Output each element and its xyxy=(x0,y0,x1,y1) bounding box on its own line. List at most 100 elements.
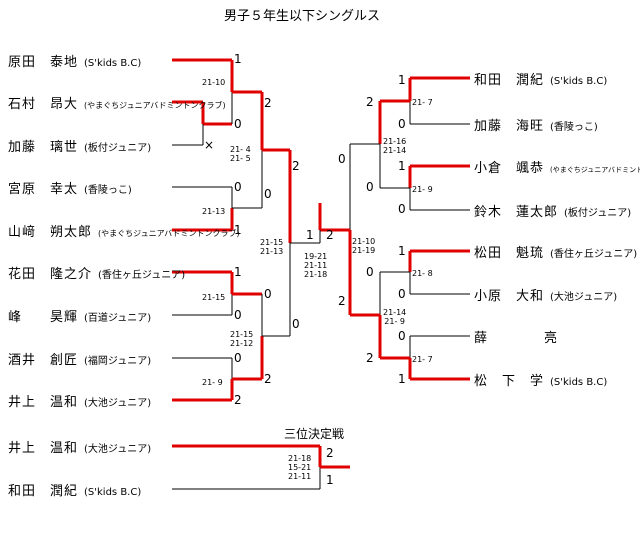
player-name: 井上 温和 xyxy=(8,395,79,410)
left-player-row: 井上 温和 (大池ジュニア) xyxy=(8,393,151,409)
player-club: (香陵っこ) xyxy=(84,185,132,196)
match-result: 2 xyxy=(366,351,374,365)
player-club: (香住ヶ丘ジュニア) xyxy=(98,270,186,281)
game-score: 21-10 xyxy=(202,78,226,87)
player-club: (やまぐちジュニアバドミントンクラブ) xyxy=(84,101,226,110)
game-score: 21-13 xyxy=(202,207,226,216)
match-result: 0 xyxy=(366,180,374,194)
left-player-row: 宮原 幸太 (香陵っこ) xyxy=(8,180,132,196)
game-score: 21- 9 xyxy=(412,185,433,194)
player-name: 松田 魁琉 xyxy=(474,246,545,261)
third-place-label: 三位決定戦 xyxy=(284,427,345,441)
match-result: 1 xyxy=(234,52,242,66)
right-player-row: 小倉 颯恭 (やまぐちジュニアバドミントンクラブ) xyxy=(474,159,640,175)
player-club: (香住ヶ丘ジュニア) xyxy=(550,249,638,260)
player-club: (大池ジュニア) xyxy=(84,444,152,455)
match-result: 0 xyxy=(234,117,242,131)
player-name: 原田 泰地 xyxy=(8,55,79,70)
player-name: 花田 隆之介 xyxy=(8,267,93,282)
match-result: 0 xyxy=(234,180,242,194)
match-result: 0 xyxy=(234,308,242,322)
match-result: 1 xyxy=(326,473,334,487)
match-result: 0 xyxy=(292,317,300,331)
match-result: 0 xyxy=(338,152,346,166)
left-player-row: 峰 昊輝(百道ジュニア) xyxy=(8,308,151,324)
match-result: 1 xyxy=(234,223,242,237)
player-name: 加藤 璃世 xyxy=(8,140,79,155)
player-name: 和田 潤紀 xyxy=(8,484,79,499)
player-name: 薛 亮 xyxy=(474,331,559,346)
right-player-row: 松 下 学(S'kids B.C) xyxy=(474,372,607,388)
walkover-mark: × xyxy=(204,138,215,152)
player-club: (やまぐちジュニアバドミントンクラブ) xyxy=(550,166,640,174)
page-title: 男子５年生以下シングルス xyxy=(224,9,381,24)
game-score: 21- 8 xyxy=(412,269,433,278)
right-player-row: 加藤 海旺 (香陵っこ) xyxy=(474,117,598,133)
match-result: 2 xyxy=(264,372,272,386)
match-result: 0 xyxy=(264,287,272,301)
match-result: 0 xyxy=(234,351,242,365)
player-name: 小倉 颯恭 xyxy=(474,161,545,176)
match-result: 2 xyxy=(234,393,242,407)
player-club: (百道ジュニア) xyxy=(84,313,152,324)
player-club: (S'kids B.C) xyxy=(550,377,608,388)
game-score: 21-15 21-12 xyxy=(230,330,254,348)
player-club: (板付ジュニア) xyxy=(564,208,632,219)
player-name: 酒井 創匠 xyxy=(8,353,79,368)
final-score: 19-21 21-11 21-18 xyxy=(304,252,328,279)
game-score: 21-15 xyxy=(202,293,226,302)
game-score: 21-16 21-14 xyxy=(383,137,407,155)
match-result: 1 xyxy=(398,244,406,258)
game-score: 21-10 21-19 xyxy=(352,237,376,255)
final-result-left: 1 xyxy=(306,228,314,242)
match-result: 0 xyxy=(398,117,406,131)
game-score: 21-15 21-13 xyxy=(260,238,284,256)
player-name: 宮原 幸太 xyxy=(8,182,79,197)
left-player-row: 石村 昂大 (やまぐちジュニアバドミントンクラブ) xyxy=(8,95,226,111)
player-name: 山﨑 朔太郎 xyxy=(8,225,93,240)
player-club: (香陵っこ) xyxy=(550,122,598,133)
game-score: 21- 7 xyxy=(412,98,433,107)
player-name: 鈴木 蓮太郎 xyxy=(474,205,559,220)
player-club: (S'kids B.C) xyxy=(550,76,608,87)
match-result: 2 xyxy=(264,96,272,110)
player-name: 加藤 海旺 xyxy=(474,119,545,134)
player-name: 和田 潤紀 xyxy=(474,73,545,88)
left-player-row: 酒井 創匠 (福岡ジュニア) xyxy=(8,351,151,367)
left-player-row: 花田 隆之介 (香住ヶ丘ジュニア) xyxy=(8,265,185,281)
player-name: 井上 温和 xyxy=(8,441,79,456)
third-place-player-row: 井上 温和 (大池ジュニア) xyxy=(8,439,151,455)
left-player-row: 原田 泰地 (S'kids B.C) xyxy=(8,53,141,69)
game-score: 21- 4 21- 5 xyxy=(230,145,251,163)
third-place-player-row: 和田 潤紀 (S'kids B.C) xyxy=(8,482,141,498)
right-player-row: 和田 潤紀 (S'kids B.C) xyxy=(474,71,607,87)
match-result: 0 xyxy=(366,265,374,279)
match-result: 1 xyxy=(234,265,242,279)
player-club: (大池ジュニア) xyxy=(550,292,618,303)
game-score: 21- 9 xyxy=(202,378,223,387)
player-name: 石村 昂大 xyxy=(8,97,79,112)
game-score: 21- 7 xyxy=(412,355,433,364)
player-club: (S'kids B.C) xyxy=(84,58,142,69)
match-result: 0 xyxy=(398,329,406,343)
match-result: 1 xyxy=(398,159,406,173)
match-result: 0 xyxy=(398,202,406,216)
right-player-row: 薛 亮 xyxy=(474,329,564,345)
player-club: (S'kids B.C) xyxy=(84,487,142,498)
match-result: 2 xyxy=(338,294,346,308)
match-result: 2 xyxy=(366,95,374,109)
game-score: 21-14 21- 9 xyxy=(383,308,407,326)
player-club: (大池ジュニア) xyxy=(84,398,152,409)
player-club: (やまぐちジュニアバドミントンクラブ) xyxy=(98,229,240,238)
game-score: 21-18 15-21 21-11 xyxy=(288,454,312,481)
left-player-row: 山﨑 朔太郎 (やまぐちジュニアバドミントンクラブ) xyxy=(8,223,240,239)
player-club: (福岡ジュニア) xyxy=(84,356,152,367)
final-result-right: 2 xyxy=(326,228,334,242)
left-player-row: 加藤 璃世(板付ジュニア) xyxy=(8,138,151,154)
right-player-row: 鈴木 蓮太郎 (板付ジュニア) xyxy=(474,203,631,219)
right-player-row: 松田 魁琉 (香住ヶ丘ジュニア) xyxy=(474,244,637,260)
match-result: 0 xyxy=(398,287,406,301)
match-result: 0 xyxy=(264,187,272,201)
